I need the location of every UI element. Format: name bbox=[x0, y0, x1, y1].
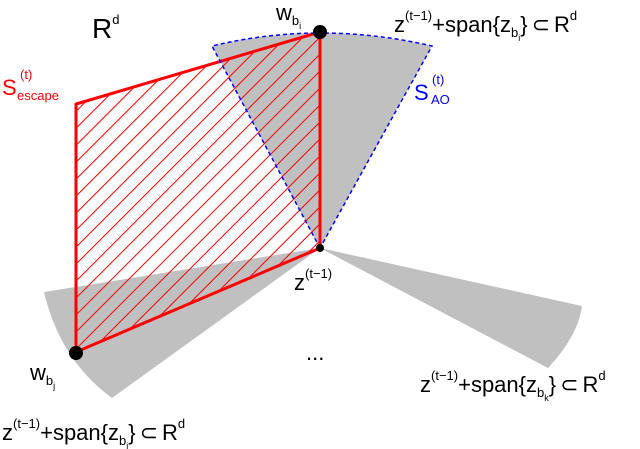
ao-label-sub: AO bbox=[431, 92, 450, 107]
escape-label-sub: escape bbox=[17, 88, 59, 103]
z-label: z(t−1) bbox=[294, 266, 332, 295]
escape-label-sup: (t) bbox=[20, 67, 32, 82]
ellipsis: ... bbox=[306, 340, 324, 365]
w-bi-label: wbi bbox=[275, 0, 301, 31]
point-w-bi bbox=[313, 25, 327, 39]
escape-label: S bbox=[2, 75, 17, 100]
ao-label-sup: (t) bbox=[432, 72, 444, 87]
w-bj-label: wbj bbox=[29, 360, 55, 391]
span-label-top: z(t−1)+span{zbi}⊂Rd bbox=[394, 8, 577, 43]
point-z bbox=[316, 244, 324, 252]
span-cone-bk bbox=[320, 248, 582, 368]
space-label: Rd bbox=[92, 12, 119, 44]
span-label-left: z(t−1)+span{zbj}⊂Rd bbox=[2, 416, 185, 449]
point-w-bj bbox=[69, 346, 83, 360]
span-label-right: z(t−1)+span{zbk}⊂Rd bbox=[420, 368, 606, 403]
ao-label: S bbox=[414, 80, 429, 105]
